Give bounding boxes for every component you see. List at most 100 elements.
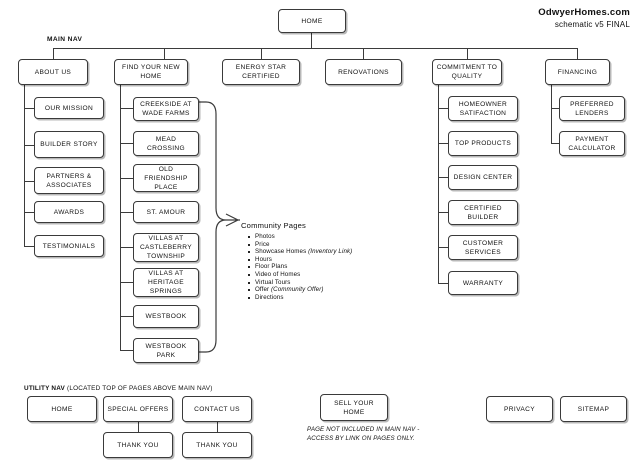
connector-special-offers-thank-you	[138, 422, 139, 432]
node-financing-label: FINANCING	[557, 68, 598, 76]
node-find-your-new-home[interactable]: FIND YOUR NEW HOME	[114, 59, 188, 85]
node-warranty-label: WARRANTY	[462, 279, 504, 287]
node-mead-crossing[interactable]: MEAD CROSSING	[133, 131, 199, 156]
node-westbook[interactable]: WESTBOOK	[133, 305, 199, 328]
node-villas-at-heritage-springs-label: VILLAS AT HERITAGE SPRINGS	[147, 270, 185, 295]
node-villas-at-castleberry-township[interactable]: VILLAS AT CASTLEBERRY TOWNSHIP	[133, 233, 199, 262]
connector-tick-creekside	[120, 108, 133, 109]
node-awards-label: AWARDS	[53, 208, 85, 216]
list-item: Video of Homes	[248, 271, 421, 279]
node-westbook-park[interactable]: WESTBOOK PARK	[133, 338, 199, 363]
connector-tick-st-amour	[120, 212, 133, 213]
page-subtitle: schematic v5 FINAL	[554, 20, 630, 29]
list-item: Showcase Homes (Inventory Link)	[248, 248, 421, 256]
community-pages-brace	[197, 101, 240, 353]
node-mead-crossing-label: MEAD CROSSING	[147, 135, 185, 152]
connector-tick-payment-calculator	[551, 143, 559, 144]
node-commitment-to-quality[interactable]: COMMITMENT TO QUALITY	[432, 59, 502, 85]
node-contact-us[interactable]: CONTACT US	[182, 396, 252, 422]
list-item: Hours	[248, 256, 421, 264]
node-renovations[interactable]: RENOVATIONS	[325, 59, 402, 85]
node-utility-home[interactable]: HOME	[27, 396, 97, 422]
node-special-offers-thank-you[interactable]: THANK YOU	[103, 432, 173, 458]
connector-tick-westbook-park	[120, 350, 133, 351]
node-top-products[interactable]: TOP PRODUCTS	[448, 131, 518, 156]
node-design-center[interactable]: DESIGN CENTER	[448, 165, 518, 190]
node-commitment-to-quality-label: COMMITMENT TO QUALITY	[436, 64, 498, 80]
connector-stem-financing	[577, 48, 578, 59]
node-payment-calculator-label: PAYMENT CALCULATOR	[568, 135, 616, 152]
utility-nav-label-bold: UTILITY NAV	[24, 385, 66, 392]
connector-tick-awards	[24, 212, 34, 213]
connector-tick-mead-crossing	[120, 143, 133, 144]
node-contact-us-thank-you[interactable]: THANK YOU	[182, 432, 252, 458]
connector-trunk-financing	[551, 85, 552, 144]
connector-stem-renovations	[363, 48, 364, 59]
node-old-friendship-place-label: OLD FRIENDSHIP PLACE	[144, 165, 188, 191]
node-special-offers[interactable]: SPECIAL OFFERS	[103, 396, 173, 422]
node-special-offers-label: SPECIAL OFFERS	[107, 405, 169, 413]
node-design-center-label: DESIGN CENTER	[453, 174, 513, 181]
node-top-products-label: TOP PRODUCTS	[454, 140, 512, 147]
list-item: Price	[248, 241, 421, 249]
node-awards[interactable]: AWARDS	[34, 201, 104, 223]
node-homeowner-satifaction[interactable]: HOMEOWNER SATIFACTION	[448, 96, 518, 121]
node-warranty[interactable]: WARRANTY	[448, 271, 518, 295]
node-st-amour[interactable]: ST. AMOUR	[133, 201, 199, 223]
node-customer-services[interactable]: CUSTOMER SERVICES	[448, 235, 518, 260]
connector-tick-villas-heritage	[120, 282, 133, 283]
node-creekside-at-wade-farms[interactable]: CREEKSIDE AT WADE FARMS	[133, 97, 199, 121]
node-payment-calculator[interactable]: PAYMENT CALCULATOR	[559, 131, 625, 156]
connector-contact-us-thank-you	[217, 422, 218, 432]
connector-trunk-commitment	[438, 85, 439, 283]
node-westbook-label: WESTBOOK	[145, 313, 187, 320]
node-sitemap[interactable]: SITEMAP	[560, 396, 627, 422]
sell-your-home-note-line2: ACCESS BY LINK ON PAGES ONLY.	[307, 435, 415, 442]
node-energy-star-certified[interactable]: ENERGY STAR CERTIFIED	[222, 59, 300, 85]
node-home-root-label: HOME	[301, 17, 323, 25]
list-item: Directions	[248, 294, 421, 302]
sell-your-home-note: PAGE NOT INCLUDED IN MAIN NAV - ACCESS B…	[307, 425, 420, 443]
node-certified-builder[interactable]: CERTIFIED BUILDER	[448, 200, 518, 225]
connector-tick-design-center	[438, 177, 448, 178]
node-villas-at-heritage-springs[interactable]: VILLAS AT HERITAGE SPRINGS	[133, 268, 199, 297]
node-sell-your-home-label: SELL YOUR HOME	[334, 399, 374, 416]
connector-stem-commitment	[467, 48, 468, 59]
connector-tick-old-friendship	[120, 178, 133, 179]
community-pages-heading: Community Pages	[241, 221, 307, 230]
node-creekside-at-wade-farms-label: CREEKSIDE AT WADE FARMS	[140, 101, 192, 117]
node-villas-at-castleberry-township-label: VILLAS AT CASTLEBERRY TOWNSHIP	[139, 235, 193, 260]
utility-nav-label-rest: (LOCATED TOP OF PAGES ABOVE MAIN NAV)	[65, 385, 213, 392]
node-our-mission[interactable]: OUR MISSION	[34, 97, 104, 119]
connector-tick-builder-story	[24, 145, 34, 146]
node-builder-story[interactable]: BUILDER STORY	[34, 131, 104, 158]
node-contact-us-label: CONTACT US	[194, 405, 240, 413]
node-preferred-lenders[interactable]: PREFERRED LENDERS	[559, 96, 625, 121]
connector-tick-warranty	[438, 283, 448, 284]
connector-root-stem	[311, 33, 312, 48]
node-customer-services-label: CUSTOMER SERVICES	[462, 239, 504, 256]
connector-tick-certified-builder	[438, 212, 448, 213]
connector-tick-homeowner-satifaction	[438, 108, 448, 109]
list-item: Virtual Tours	[248, 279, 421, 287]
node-partners-associates[interactable]: PARTNERS & ASSOCIATES	[34, 167, 104, 194]
connector-tick-preferred-lenders	[551, 108, 559, 109]
node-privacy[interactable]: PRIVACY	[486, 396, 553, 422]
node-testimonials[interactable]: TESTIMONIALS	[34, 235, 104, 257]
node-financing[interactable]: FINANCING	[545, 59, 610, 85]
node-old-friendship-place[interactable]: OLD FRIENDSHIP PLACE	[133, 164, 199, 192]
connector-tick-westbook	[120, 316, 133, 317]
node-sitemap-label: SITEMAP	[577, 405, 610, 413]
node-about-us[interactable]: ABOUT US	[18, 59, 88, 85]
node-westbook-park-label: WESTBOOK PARK	[145, 342, 187, 359]
connector-tick-our-mission	[24, 108, 34, 109]
node-preferred-lenders-label: PREFERRED LENDERS	[570, 100, 614, 117]
community-pages-list: Community Pages Photos Price Showcase Ho…	[241, 221, 421, 301]
node-sell-your-home[interactable]: SELL YOUR HOME	[320, 394, 388, 421]
connector-tick-customer-services	[438, 247, 448, 248]
connector-trunk-about-us	[24, 85, 25, 246]
list-item: Floor Plans	[248, 263, 421, 271]
node-home-root[interactable]: HOME	[278, 9, 346, 33]
node-contact-us-thank-you-label: THANK YOU	[196, 441, 238, 449]
